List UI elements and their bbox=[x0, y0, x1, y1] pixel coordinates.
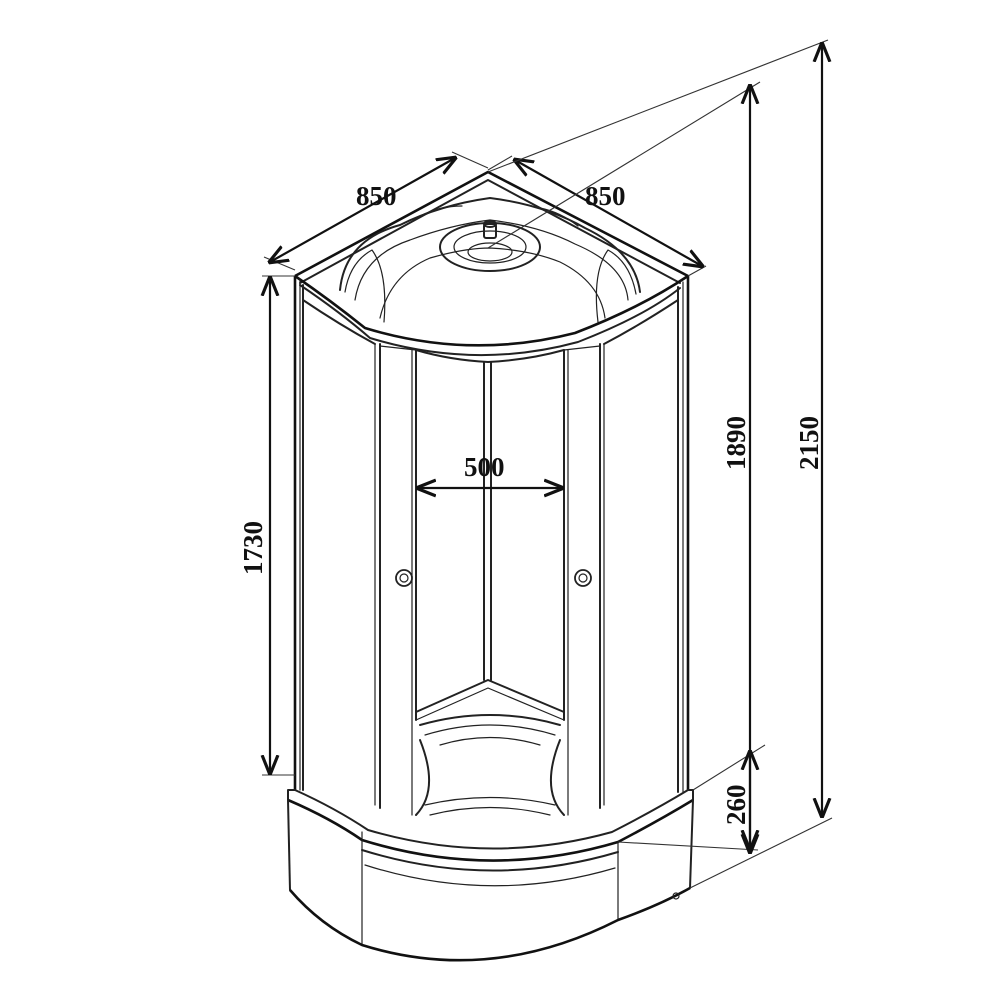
back-corner bbox=[415, 349, 565, 721]
dim-top-left: 850 bbox=[263, 151, 489, 271]
left-door bbox=[379, 343, 417, 816]
left-panel bbox=[293, 276, 376, 806]
inner-seat bbox=[415, 714, 565, 816]
roof-cap bbox=[294, 170, 689, 357]
dim-260-label: 260 bbox=[721, 785, 751, 826]
dim-1890-label: 1890 bbox=[721, 416, 751, 470]
dim-2150-label: 2150 bbox=[794, 416, 824, 470]
left-door-handle bbox=[395, 569, 413, 587]
dim-1730-label: 1730 bbox=[238, 521, 268, 575]
dim-height-2150: 2150 bbox=[487, 39, 833, 889]
dim-tray-height: 260 bbox=[692, 744, 766, 852]
shower-tray bbox=[287, 789, 694, 962]
dim-850-right-label: 850 bbox=[585, 181, 626, 211]
right-door bbox=[563, 343, 601, 816]
dim-top-right: 850 bbox=[487, 155, 706, 277]
dim-door-height: 1730 bbox=[238, 275, 295, 776]
dim-height-1890: 1890 bbox=[487, 81, 761, 851]
dim-500-label: 500 bbox=[464, 452, 505, 482]
right-panel bbox=[603, 276, 690, 806]
dim-850-left-label: 850 bbox=[356, 181, 397, 211]
right-door-handle bbox=[574, 569, 592, 587]
dim-door-opening: 500 bbox=[418, 452, 562, 488]
